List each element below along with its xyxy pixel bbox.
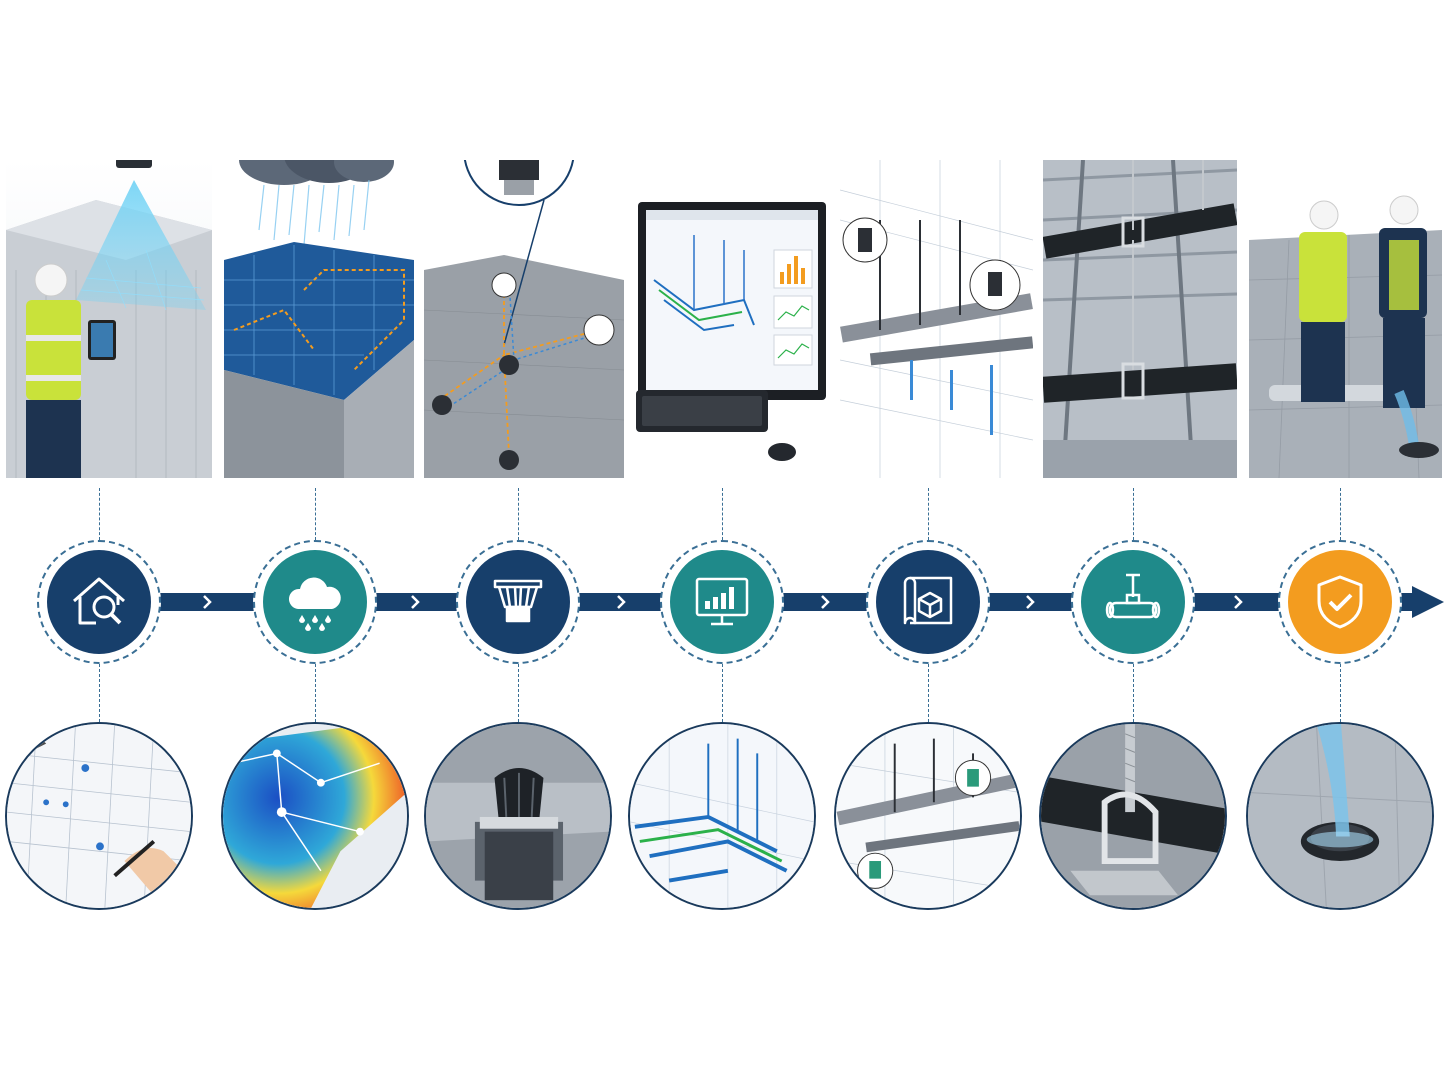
chevron-right-icon xyxy=(203,595,212,609)
chevron-right-icon xyxy=(617,595,626,609)
chevron-right-icon xyxy=(411,595,420,609)
stage-node-analysis xyxy=(660,540,784,664)
drain-closeup-detail xyxy=(424,722,612,910)
site-survey-drone-photo xyxy=(6,160,212,478)
connector-line xyxy=(928,488,929,540)
connector-line xyxy=(722,664,723,722)
pipe-network-3d-detail xyxy=(628,722,816,910)
blueprint-cube-icon xyxy=(903,576,953,625)
pipe-hanger-icon xyxy=(1105,573,1161,619)
drain-flow-detail xyxy=(1246,722,1434,910)
stage-node-rainfall xyxy=(253,540,377,664)
stage-node-bim xyxy=(866,540,990,664)
bim-model-photo xyxy=(840,160,1033,478)
connector-line xyxy=(518,664,519,722)
connector-line xyxy=(1133,664,1134,722)
connector-line xyxy=(99,664,100,722)
chevron-right-icon xyxy=(1026,595,1035,609)
chevron-icons xyxy=(203,595,1243,609)
connector-line xyxy=(315,488,316,540)
pipe-installation-photo xyxy=(1043,160,1237,478)
connector-line xyxy=(1133,488,1134,540)
stage-node-commissioning xyxy=(1278,540,1402,664)
chevron-right-icon xyxy=(821,595,830,609)
stage-node-drain xyxy=(456,540,580,664)
monitor-chart-icon xyxy=(695,577,749,626)
connector-line xyxy=(1340,488,1341,540)
connector-line xyxy=(1340,664,1341,722)
house-search-icon xyxy=(73,577,125,625)
hydraulic-software-photo xyxy=(634,160,828,478)
stage-node-survey xyxy=(37,540,161,664)
stage-node-installation xyxy=(1071,540,1195,664)
rain-cloud-icon xyxy=(288,577,341,631)
connector-line xyxy=(99,488,100,540)
chevron-right-icon xyxy=(1234,595,1243,609)
connector-line xyxy=(518,488,519,540)
inspection-commissioning-photo xyxy=(1249,160,1442,478)
blueprint-markup-detail xyxy=(5,722,193,910)
roof-drain-icon xyxy=(493,579,543,623)
connector-line xyxy=(722,488,723,540)
rainfall-roof-analysis-photo xyxy=(224,160,414,478)
drain-placement-photo xyxy=(424,160,624,478)
pipe-clamp-detail xyxy=(1039,722,1227,910)
timeline-arrowhead xyxy=(1412,586,1444,618)
flow-heatmap-detail xyxy=(221,722,409,910)
connector-line xyxy=(928,664,929,722)
bim-pipe-detail xyxy=(834,722,1022,910)
shield-check-icon xyxy=(1317,575,1363,629)
connector-line xyxy=(315,664,316,722)
